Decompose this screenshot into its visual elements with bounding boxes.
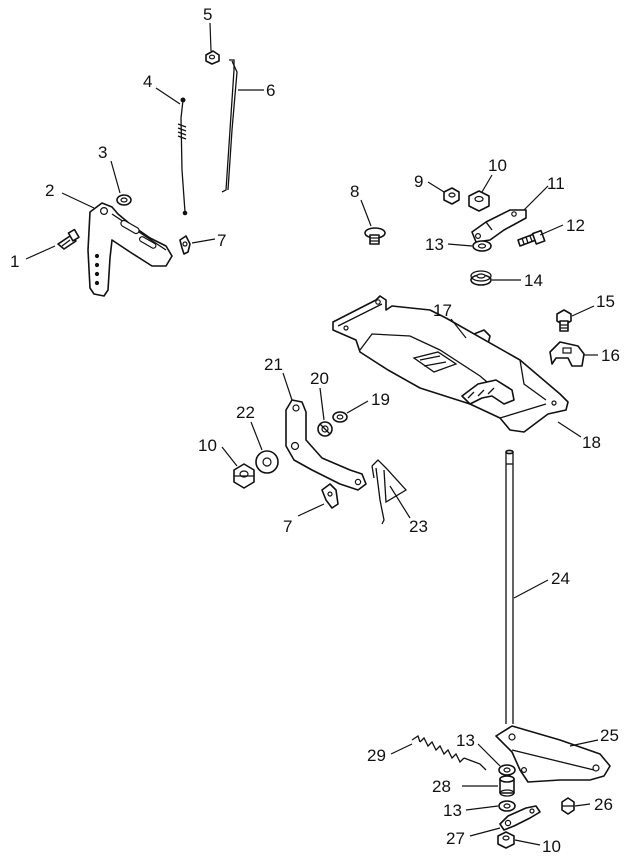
part-13-washer-lower — [498, 800, 516, 812]
callout-13-lower: 13 — [443, 801, 462, 820]
part-15-bolt — [556, 309, 572, 332]
callout-1: 1 — [10, 252, 19, 271]
callout-26: 26 — [594, 795, 613, 814]
part-3-nut — [116, 194, 132, 206]
part-22-washer-large — [255, 450, 279, 474]
callout-8: 8 — [350, 182, 359, 201]
part-13-washer-upper — [472, 240, 492, 252]
part-7-clip-lower — [321, 483, 339, 509]
callout-29: 29 — [367, 746, 386, 765]
callout-23: 23 — [409, 517, 428, 536]
part-1-screw — [57, 228, 80, 250]
part-4-wire — [177, 97, 188, 216]
part-28-bushing — [499, 775, 515, 797]
part-21-lever-arm — [285, 399, 367, 491]
callout-15: 15 — [596, 292, 615, 311]
part-16-bracket-clip — [549, 341, 585, 367]
part-20-spring-washer — [317, 421, 333, 437]
callout-5: 5 — [203, 5, 212, 24]
callout-22: 22 — [236, 403, 255, 422]
part-2-lever-plate — [87, 202, 173, 297]
part-11-bracket — [471, 209, 527, 243]
callout-3: 3 — [98, 143, 107, 162]
part-25-lower-plate — [495, 725, 611, 783]
callout-25: 25 — [600, 726, 619, 745]
callout-20: 20 — [310, 369, 329, 388]
callout-19: 19 — [371, 390, 390, 409]
part-13-washer-mid — [498, 764, 516, 776]
part-29-spring — [411, 734, 487, 771]
part-6-control-rod — [221, 59, 238, 193]
callout-27: 27 — [446, 829, 465, 848]
callout-28: 28 — [432, 777, 451, 796]
part-8-carriage-bolt — [364, 227, 386, 245]
part-27-link-tab — [499, 805, 541, 831]
part-14-spring-washer — [470, 270, 492, 286]
leader-lines — [25, 22, 599, 846]
part-9-nut — [443, 187, 460, 205]
callout-10-lower: 10 — [542, 837, 561, 856]
callout-13-mid: 13 — [456, 731, 475, 750]
callout-14: 14 — [524, 271, 543, 290]
callout-4: 4 — [143, 72, 152, 91]
callout-24: 24 — [551, 569, 570, 588]
part-19-washer — [332, 411, 348, 423]
callout-11: 11 — [547, 174, 565, 193]
callout-2: 2 — [45, 181, 54, 200]
part-23-wire-clip — [371, 459, 408, 525]
callout-13-upper: 13 — [425, 235, 444, 254]
part-26-nut — [561, 797, 575, 815]
callout-12: 12 — [566, 216, 585, 235]
callout-7-lower: 7 — [283, 517, 292, 536]
part-5-nut — [205, 50, 220, 65]
callout-10-upper: 10 — [488, 156, 507, 175]
part-10-locknut-lower — [497, 831, 515, 849]
part-10-locknut-middle — [233, 463, 255, 489]
callout-9: 9 — [414, 172, 423, 191]
callout-labels: 1 2 3 4 5 6 7 8 9 10 11 12 13 14 15 16 1… — [10, 5, 620, 856]
callout-18: 18 — [582, 433, 601, 452]
callout-21: 21 — [264, 355, 283, 374]
part-18-main-bracket — [332, 295, 569, 433]
callout-10-middle: 10 — [198, 436, 217, 455]
callout-17: 17 — [433, 301, 452, 320]
callout-7-upper: 7 — [217, 231, 226, 250]
part-12-bolt — [517, 229, 546, 247]
part-10-locknut-upper — [468, 190, 490, 212]
part-7-clip-upper — [179, 235, 191, 255]
callout-6: 6 — [266, 81, 275, 100]
part-24-long-rod — [505, 449, 514, 724]
callout-16: 16 — [601, 346, 620, 365]
